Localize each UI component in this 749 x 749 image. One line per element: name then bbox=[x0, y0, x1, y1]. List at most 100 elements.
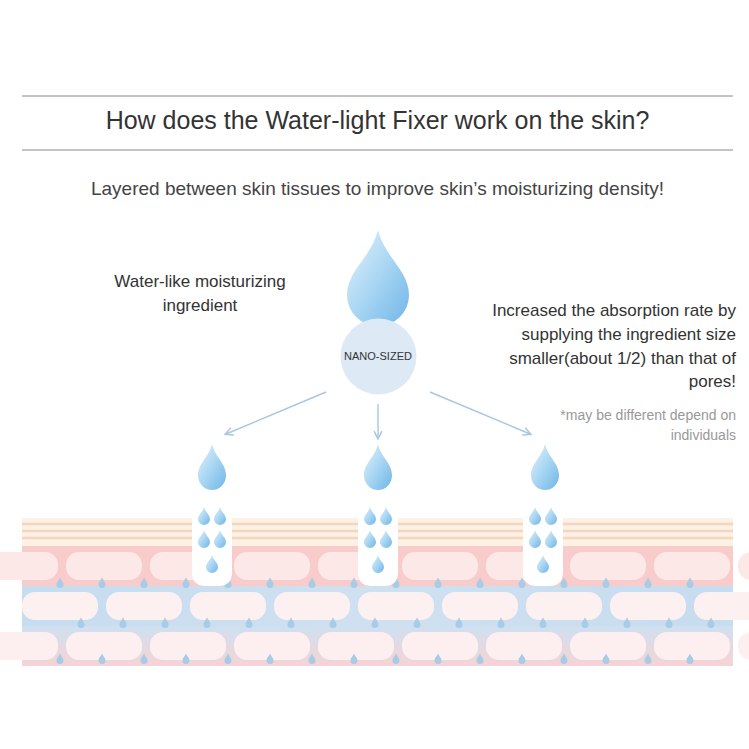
absorption-note: Increased the absorption rate by supplyi… bbox=[462, 299, 736, 394]
pore-droplet bbox=[529, 507, 541, 525]
main-water-drop bbox=[347, 230, 409, 326]
skin-pore bbox=[523, 516, 563, 586]
diagram-title: How does the Water-light Fixer work on t… bbox=[22, 106, 733, 135]
tissue-droplet bbox=[603, 653, 610, 664]
tissue-droplet bbox=[267, 653, 274, 664]
skin-pore bbox=[358, 516, 398, 586]
tissue-droplet bbox=[456, 617, 463, 628]
skin-pore bbox=[192, 516, 232, 586]
tissue-cell bbox=[402, 552, 478, 580]
water-drop bbox=[198, 444, 226, 490]
tissue-droplet bbox=[99, 577, 106, 588]
tissue-droplet bbox=[435, 577, 442, 588]
circle-shape bbox=[340, 318, 416, 394]
tissue-droplet bbox=[708, 617, 715, 628]
nano-circle: NANO-SIZED bbox=[340, 318, 417, 395]
tissue-cell bbox=[0, 632, 58, 660]
pore-droplet bbox=[206, 555, 218, 573]
tissue-cell bbox=[22, 592, 98, 620]
disclaimer-note: *may be different depend on individuals bbox=[540, 406, 736, 445]
pore-droplet bbox=[380, 530, 392, 548]
tissue-droplet bbox=[498, 617, 505, 628]
tissue-cell bbox=[66, 632, 142, 660]
tissue-cell bbox=[150, 632, 226, 660]
spread-arrow bbox=[377, 404, 378, 438]
tissue-droplet bbox=[624, 617, 631, 628]
tissue-droplet bbox=[414, 617, 421, 628]
pore-droplet bbox=[537, 555, 549, 573]
spread-arrows bbox=[226, 392, 530, 438]
tissue-droplet bbox=[477, 653, 484, 664]
tissue-droplet bbox=[99, 653, 106, 664]
tissue-droplet bbox=[519, 653, 526, 664]
tissue-droplet bbox=[225, 653, 232, 664]
pore-droplet bbox=[380, 507, 392, 525]
spread-arrow bbox=[430, 392, 530, 434]
rule-line bbox=[22, 150, 733, 151]
tissue-cell bbox=[234, 552, 310, 580]
tissue-droplet bbox=[309, 653, 316, 664]
water-drop bbox=[364, 444, 392, 490]
tissue-droplet bbox=[645, 577, 652, 588]
tissue-cell bbox=[570, 552, 646, 580]
spread-arrow bbox=[226, 392, 326, 434]
tissue-cell bbox=[358, 592, 434, 620]
tissue-droplet bbox=[330, 617, 337, 628]
water-drop bbox=[531, 444, 559, 490]
tissue-cell bbox=[486, 632, 562, 660]
tissue-droplet bbox=[183, 653, 190, 664]
tissue-droplet bbox=[645, 653, 652, 664]
pore-droplet bbox=[214, 507, 226, 525]
tissue-cell bbox=[106, 592, 182, 620]
tissue-droplet bbox=[393, 653, 400, 664]
tissue-droplet bbox=[246, 617, 253, 628]
subtitle: Layered between skin tissues to improve … bbox=[22, 176, 733, 203]
pore-droplet bbox=[545, 530, 557, 548]
ingredient-label: Water-like moisturizing ingredient bbox=[90, 270, 310, 318]
pore-droplet bbox=[364, 530, 376, 548]
tissue-droplet bbox=[288, 617, 295, 628]
tissue-droplet bbox=[141, 653, 148, 664]
pore-droplet bbox=[364, 507, 376, 525]
tissue-droplet bbox=[141, 577, 148, 588]
tissue-cell bbox=[66, 552, 142, 580]
tissue-droplet bbox=[540, 617, 547, 628]
tissue-droplet bbox=[603, 577, 610, 588]
skin-layers bbox=[0, 516, 749, 666]
tissue-droplet bbox=[204, 617, 211, 628]
pore-droplet bbox=[545, 507, 557, 525]
tissue-droplet bbox=[687, 577, 694, 588]
tissue-cell bbox=[570, 632, 646, 660]
tissue-cell bbox=[234, 632, 310, 660]
pore-droplet bbox=[529, 530, 541, 548]
tissue-droplet bbox=[57, 653, 64, 664]
node-text: NANO-SIZED bbox=[344, 350, 412, 362]
lower-tissue-band bbox=[22, 626, 733, 666]
tissue-droplet bbox=[666, 617, 673, 628]
tissue-cell bbox=[738, 552, 749, 580]
tissue-droplet bbox=[561, 653, 568, 664]
tissue-droplet bbox=[309, 577, 316, 588]
tissue-cell bbox=[274, 592, 350, 620]
tissue-cell bbox=[190, 592, 266, 620]
tissue-cell bbox=[402, 632, 478, 660]
tissue-droplet bbox=[351, 577, 358, 588]
tissue-droplet bbox=[477, 577, 484, 588]
pore-droplet bbox=[198, 530, 210, 548]
tissue-droplet bbox=[78, 617, 85, 628]
tissue-droplet bbox=[372, 617, 379, 628]
tissue-cell bbox=[318, 632, 394, 660]
rule-line bbox=[22, 96, 733, 97]
pore-droplet bbox=[198, 507, 210, 525]
tissue-droplet bbox=[183, 577, 190, 588]
tissue-droplet bbox=[267, 577, 274, 588]
tissue-droplet bbox=[687, 653, 694, 664]
tissue-droplet bbox=[57, 577, 64, 588]
tissue-droplet bbox=[582, 617, 589, 628]
pore-droplet bbox=[372, 555, 384, 573]
tissue-cell bbox=[0, 552, 58, 580]
tissue-droplet bbox=[162, 617, 169, 628]
pore-droplet bbox=[214, 530, 226, 548]
tissue-droplet bbox=[120, 617, 127, 628]
